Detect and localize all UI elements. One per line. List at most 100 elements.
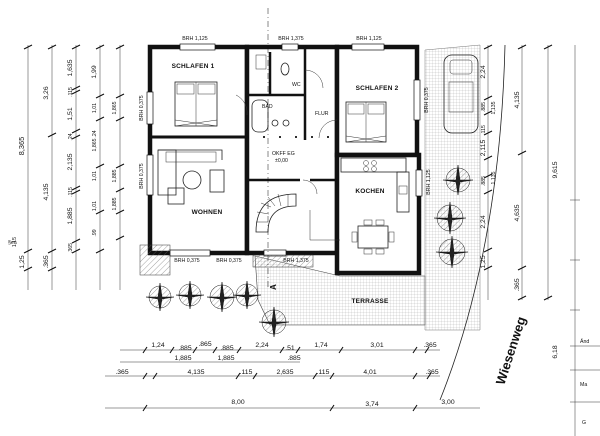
section-line: A (267, 8, 278, 290)
dim-inner-i: .99 (92, 229, 98, 236)
dim-right-in-d: .115 (481, 125, 487, 135)
street-name: Wiesenweg (493, 315, 529, 387)
dim-inner-e: 1,865 (92, 138, 98, 151)
dim-bot-r1-c: .865 (198, 341, 211, 348)
street-edge (439, 44, 600, 436)
level-label: OKFF EG (272, 151, 295, 157)
room-terrasse: TERRASSE (352, 298, 389, 305)
brh-bot-2: BRH 0,375 (216, 258, 241, 264)
dim-right-outer-a: 9,615 (552, 161, 559, 178)
dim-right-outer-b: 6,18 (552, 345, 559, 358)
dim-inner-b: 1,01 (92, 103, 98, 113)
dim-bot-r1-b: .885 (178, 345, 191, 352)
brh-side-3: BRH 0,375 (424, 87, 430, 112)
room-wohnen: WOHNEN (192, 209, 223, 216)
shrubs (145, 164, 474, 338)
dim-left-total: 8,365 (17, 137, 26, 156)
title-block-ma: Ma (580, 382, 587, 388)
dim-inner-j: 1,885 (112, 197, 118, 210)
dim-left-c: .365 (43, 255, 50, 268)
car (443, 54, 479, 134)
dim-bot-r3-e: .115 (317, 369, 330, 376)
dim-mid-d: .24 (68, 133, 74, 140)
dim-inner-h: 1,01 (92, 201, 98, 211)
right-dimension-lines (483, 44, 553, 301)
dim-right-in-e: 2,115 (480, 140, 487, 157)
brh-top-1: BRH 1,125 (182, 36, 207, 42)
dim-bot-r3-f: 4,01 (363, 369, 376, 376)
room-schlafen-1: SCHLAFEN 1 (172, 63, 215, 70)
dim-left-b: 4,135 (43, 183, 50, 200)
dim-inner-g: 1,885 (112, 169, 118, 182)
dim-inner-a: 1,99 (91, 65, 98, 78)
dim-bot-r2-c: .885 (287, 355, 300, 362)
brh-top-2: BRH 1,375 (278, 36, 303, 42)
dim-right-mid-d: .365 (514, 278, 521, 291)
dim-bot-r1-d: .885 (220, 345, 233, 352)
dim-left-d: 1,25 (19, 255, 26, 268)
right-dimension-labels: 9,615 6,18 4,135 4,635 1,25 .365 2,24 .8… (480, 65, 559, 358)
dim-right-mid-a: 4,135 (514, 91, 521, 108)
room-bad: BAD (262, 104, 273, 110)
bottom-dimension-labels: 1,24 .885 .865 .885 2,24 .51 1,74 3,01 .… (115, 341, 454, 408)
dim-mid-a: 1,635 (67, 59, 74, 76)
dim-bot-r1-e: 2,24 (255, 342, 268, 349)
bottom-dimension-lines (105, 346, 480, 412)
dim-right-in-h: 2,24 (480, 215, 487, 228)
dim-bot-r4-c: 3,00 (441, 399, 454, 406)
brh-bot-1: BRH 0,375 (174, 258, 199, 264)
dim-bot-r3-d: 2,635 (276, 369, 293, 376)
section-label: A (269, 284, 278, 290)
dim-bot-r3-a: .365 (115, 369, 128, 376)
dim-bot-r1-i: .365 (423, 342, 436, 349)
dim-bot-r3-b: 4,135 (187, 369, 204, 376)
title-block-g: G (582, 420, 586, 426)
opening-labels: BRH 1,125 BRH 1,375 BRH 1,125 BRH 0,375 … (139, 36, 432, 264)
left-dimension-labels: 8,365 3,26 4,135 .365 1,25 1,15 1,635 .1… (12, 59, 118, 268)
dim-bot-r2-a: 1,885 (174, 355, 191, 362)
level-value: ±0,00 (275, 158, 288, 164)
dim-right-in-b: .885 (481, 102, 487, 112)
dim-bot-r2-b: 1,885 (217, 355, 234, 362)
dim-right-in-a: 2,24 (480, 65, 487, 78)
dim-bot-r3-g: .365 (425, 369, 438, 376)
brh-bot-3: BRH 1,375 (283, 258, 308, 264)
dim-mid-c: 1,51 (67, 107, 74, 120)
dim-bot-r1-h: 3,01 (370, 342, 383, 349)
side-mark-left: §en (8, 240, 17, 246)
dim-mid-h: .365 (68, 243, 74, 253)
room-flur: FLUR (315, 111, 329, 117)
dim-bot-r4-a: 8,00 (231, 399, 244, 406)
dim-bot-r3-c: .115 (240, 369, 253, 376)
dim-inner-f: 1,01 (92, 171, 98, 181)
brh-side-4: BRH 1,125 (426, 169, 432, 194)
dim-right-in-c: 1,135 (491, 101, 497, 114)
room-schlafen-2: SCHLAFEN 2 (356, 85, 399, 92)
dim-mid-b: .115 (68, 87, 74, 97)
dim-inner-c: 1,865 (112, 101, 118, 114)
room-kochen: KOCHEN (355, 188, 384, 195)
left-dimension-lines (23, 44, 125, 290)
dim-bot-r4-b: 3,74 (365, 401, 378, 408)
dim-left-a: 3,26 (43, 86, 50, 99)
dim-bot-r1-f: .51 (285, 345, 295, 352)
brh-side-1: BRH 0,375 (139, 95, 145, 120)
room-wc: WC (292, 82, 301, 88)
dim-mid-f: .115 (68, 187, 74, 197)
dim-bot-r1-g: 1,74 (314, 342, 327, 349)
dim-inner-d: .24 (92, 130, 98, 137)
brh-side-2: BRH 0,375 (139, 163, 145, 188)
brh-top-3: BRH 1,125 (356, 36, 381, 42)
dim-right-mid-b: 4,635 (514, 204, 521, 221)
dim-right-mid-c: 1,25 (480, 255, 487, 268)
dim-left-e: 1,15 (12, 237, 18, 247)
dim-bot-r1-a: 1,24 (151, 342, 164, 349)
dim-right-in-f: .885 (481, 176, 487, 186)
dim-mid-e: 2,135 (67, 153, 74, 170)
title-block-and: Änd (580, 338, 589, 345)
dim-right-in-g: 1,135 (491, 171, 497, 184)
dim-mid-g: 1,885 (67, 207, 74, 224)
room-labels: SCHLAFEN 1 BAD WC FLUR SCHLAFEN 2 OKFF E… (172, 63, 399, 305)
window-openings (146, 43, 423, 257)
